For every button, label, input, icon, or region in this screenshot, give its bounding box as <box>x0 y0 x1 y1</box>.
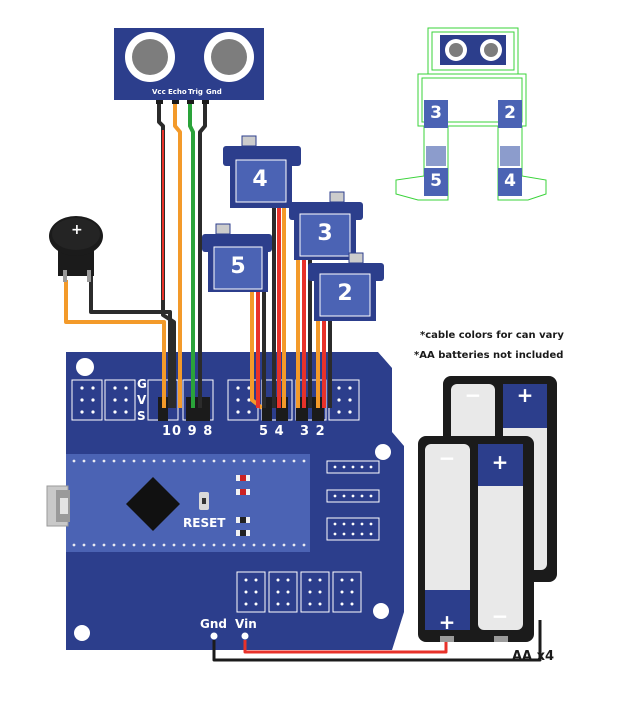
robot-leg-label-4: 4 <box>504 171 516 191</box>
header-dots-top <box>80 386 352 414</box>
servo-label-5: 5 <box>230 254 246 279</box>
gnd-terminal <box>210 632 218 640</box>
servo-2 <box>308 252 384 321</box>
usb-port <box>46 485 70 527</box>
reset-label: RESET <box>183 516 226 530</box>
servo-5 <box>202 223 272 292</box>
robot-leg-label-2: 2 <box>504 103 516 123</box>
battery-front-minus: − <box>438 446 456 470</box>
robot-leg-label-3: 3 <box>430 103 442 123</box>
battery-front-minus-bottom: − <box>491 604 509 628</box>
servo-3 <box>289 191 363 260</box>
robot-servo-blocks <box>424 100 522 196</box>
pin-labels-3-2: 3 2 <box>300 424 326 439</box>
battery-back-minus: − <box>464 383 482 407</box>
header-label-v: V <box>137 393 147 407</box>
battery-front-plus-top: + <box>491 450 509 474</box>
battery-front-plus-bottom: + <box>438 610 456 634</box>
servo-label-2: 2 <box>337 281 353 306</box>
battery-holder <box>418 376 557 642</box>
header-label-s: S <box>137 409 146 423</box>
sensor-pin-echo: Echo <box>168 88 187 96</box>
robot-head-sensor <box>440 35 506 65</box>
battery-label: AA x4 <box>512 649 555 664</box>
nano-module <box>66 454 310 552</box>
battery-back-plus: + <box>516 383 534 407</box>
buzzer <box>49 216 103 282</box>
vin-terminal <box>241 632 249 640</box>
ultrasonic-sensor <box>114 28 264 104</box>
servo-label-3: 3 <box>317 221 333 246</box>
robot-leg-label-5: 5 <box>430 171 442 191</box>
sensor-pin-vcc: Vcc <box>152 88 166 96</box>
note-cable-colors: *cable colors for can vary <box>420 330 564 341</box>
arduino-board <box>46 352 404 650</box>
servo-label-4: 4 <box>252 167 268 192</box>
pin-labels-5-4: 5 4 <box>259 424 285 439</box>
vin-label: Vin <box>235 617 257 631</box>
note-batteries: *AA batteries not included <box>414 350 564 361</box>
header-label-g: G <box>137 377 147 391</box>
wires <box>64 103 542 662</box>
pin-labels-10-9-8: 10 9 8 <box>162 424 214 439</box>
sensor-pin-trig: Trig <box>188 88 203 96</box>
sensor-pin-gnd: Gnd <box>206 88 222 96</box>
buzzer-plus-symbol: + <box>71 222 83 238</box>
servo-4 <box>223 135 301 208</box>
gnd-label: Gnd <box>200 617 227 631</box>
